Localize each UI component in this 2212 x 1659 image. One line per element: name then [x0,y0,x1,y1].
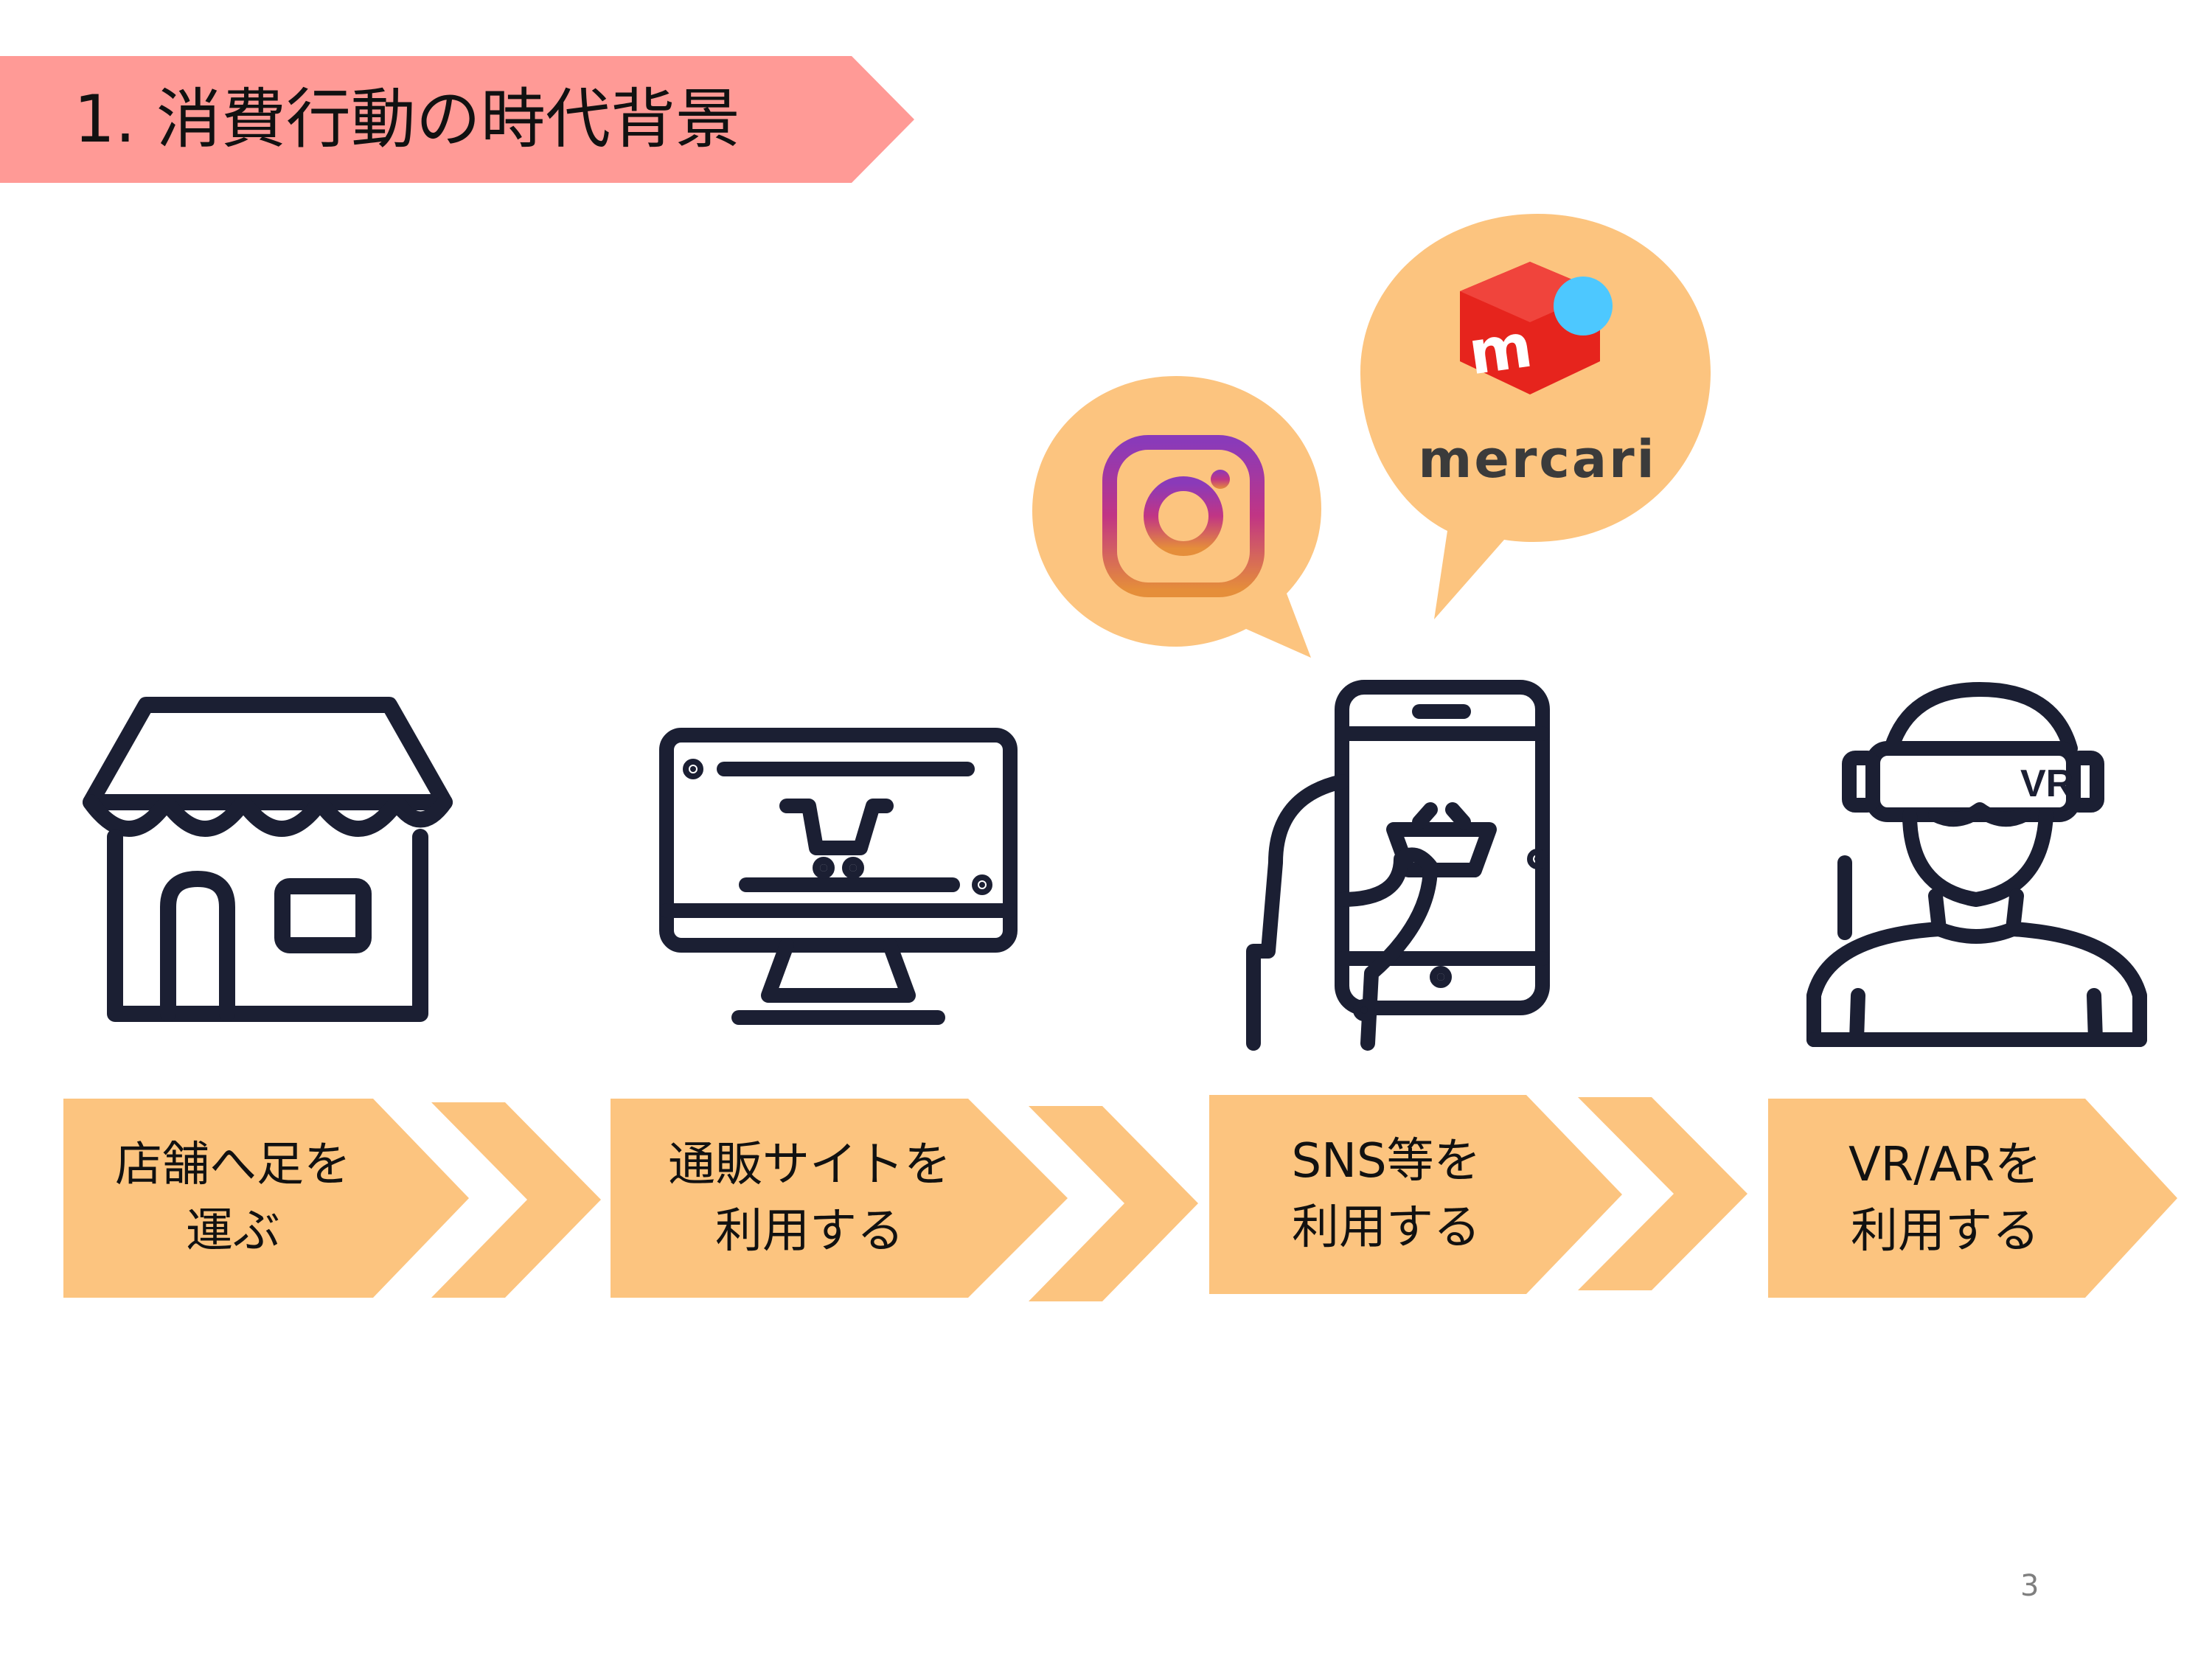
storefront-icon [83,697,453,1022]
step-label-line2: 利用する [1292,1200,1481,1255]
step-online-shop: 通販サイトを 利用する [611,1099,1068,1298]
smartphone-basket-icon [1246,680,1550,1051]
step-sns: SNS等を 利用する [1209,1095,1622,1294]
page-title: 1. 消費行動の時代背景 [74,81,740,157]
mercari-icon-letter: m [1464,310,1537,389]
chevron-arrow-icon [431,1102,601,1298]
step-label-line2: 運ぶ [186,1204,280,1259]
chevron-arrow-icon [1578,1097,1747,1290]
step-visit-store: 店舗へ足を 運ぶ [63,1099,469,1298]
step-label: SNS等を 利用する [1209,1095,1563,1294]
monitor-cart-icon [659,728,1018,1025]
vr-headset-person-icon: VR [1806,682,2147,1047]
step-vr-ar: VR/ARを 利用する [1768,1099,2177,1298]
mercari-logo-text: mercari [1418,429,1657,490]
step-label-line1: SNS等を [1291,1134,1481,1189]
mercari-bubble [1360,214,1711,619]
svg-text:VR: VR [2020,762,2073,805]
step-label: 通販サイトを 利用する [611,1099,1009,1298]
step-label-line2: 利用する [1851,1204,2039,1259]
title-banner: 1. 消費行動の時代背景 [0,56,914,183]
step-label-line1: 店舗へ足を [115,1138,351,1192]
page-number: 3 [2020,1569,2039,1603]
chevron-arrow-icon [1029,1106,1198,1301]
mercari-box-icon [1460,262,1613,394]
step-label-line2: 利用する [715,1204,904,1259]
instagram-icon [1102,435,1265,597]
step-label-line1: VR/ARを [1848,1138,2042,1192]
step-label: VR/ARを 利用する [1768,1099,2122,1298]
step-label-line1: 通販サイトを [668,1138,951,1192]
step-label: 店舗へ足を 運ぶ [63,1099,403,1298]
